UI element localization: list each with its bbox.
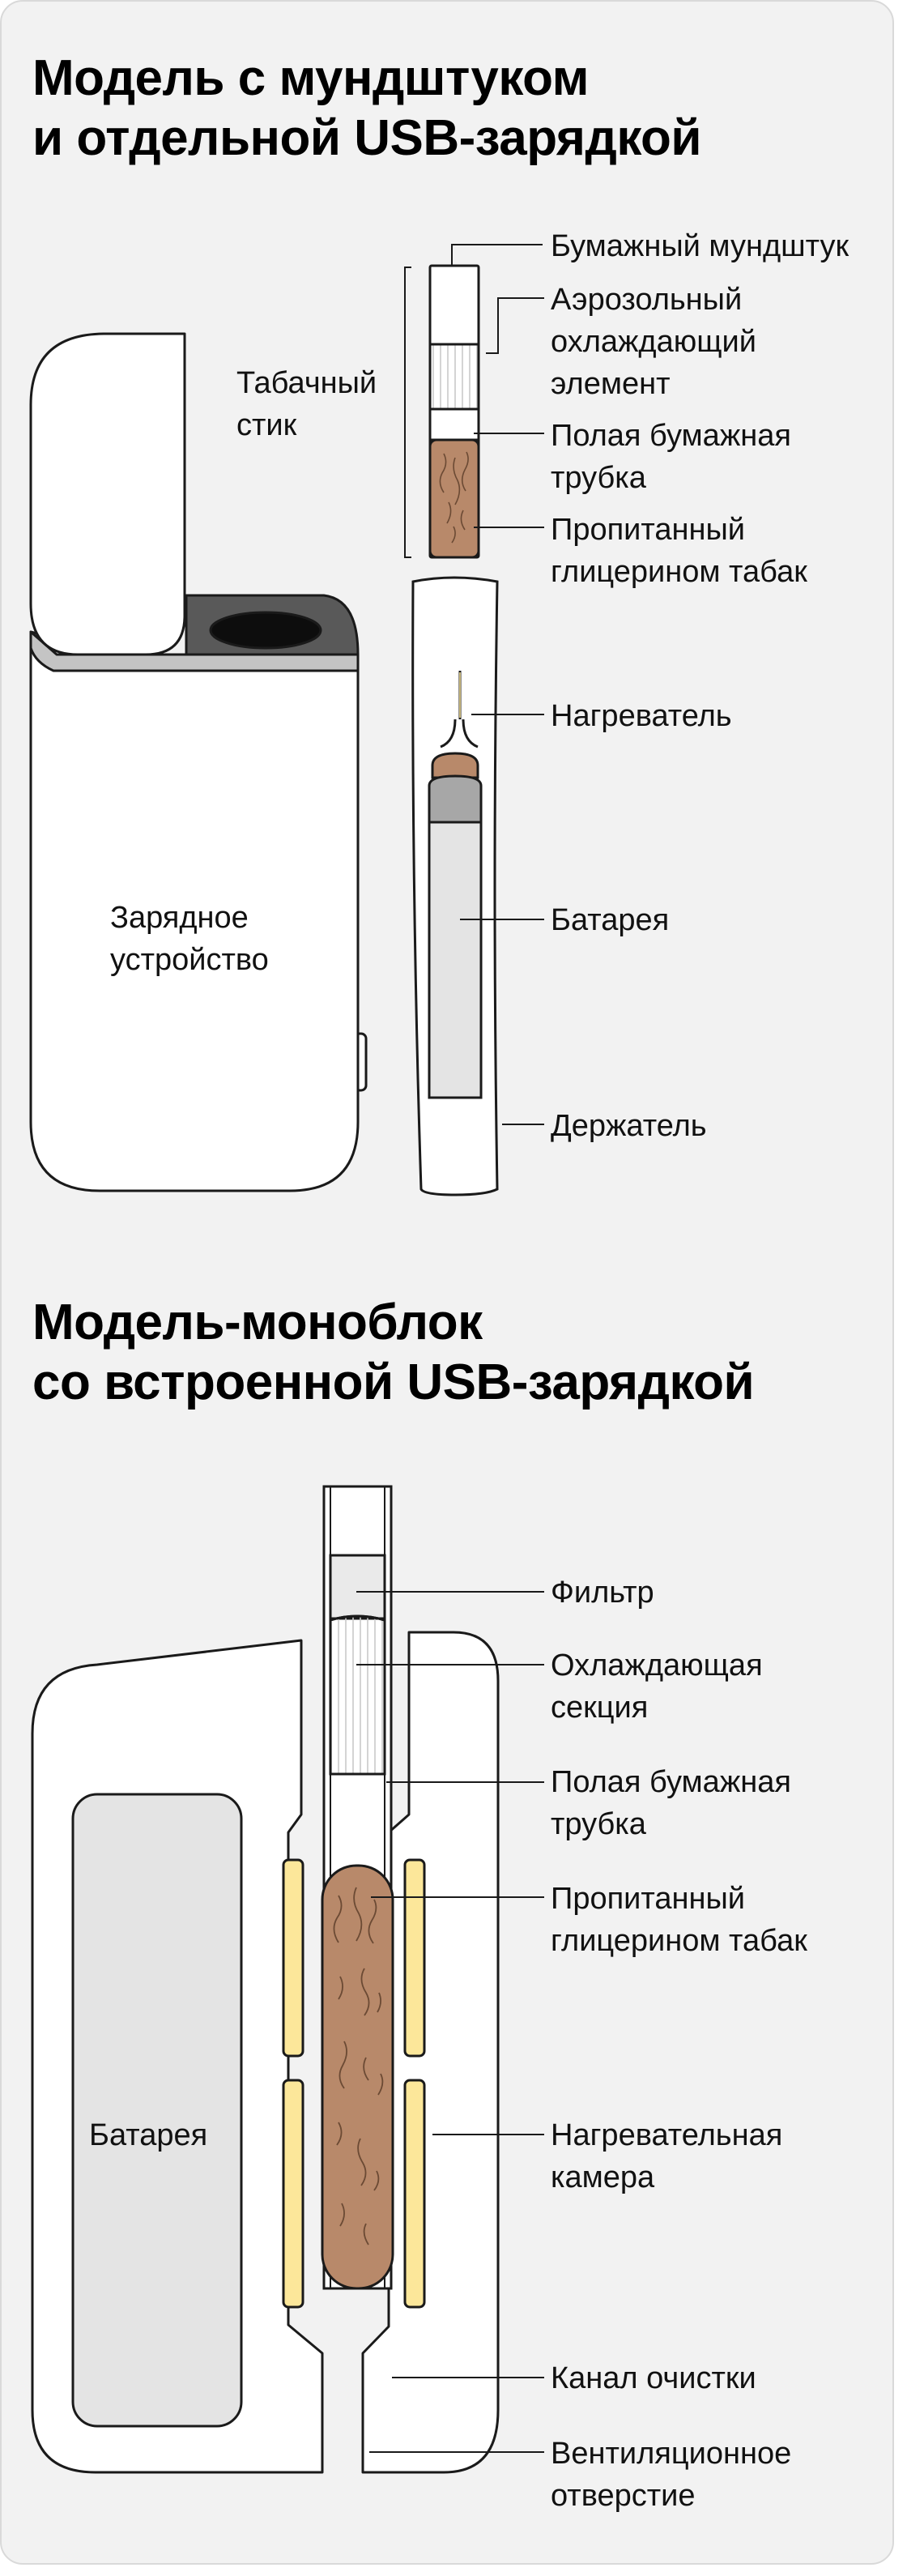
section1-title: Модель с мундштуком и отдельной USB-заря… [32,49,702,168]
callout-glycerin-tobacco-2: Пропитанный глицерином табак [551,1882,807,1958]
holder-device [411,576,499,1196]
callout-hollow-paper-tube-2: Полая бумажная трубка [551,1765,791,1841]
callout-hollow-paper-tube: Полая бумажная трубка [551,419,791,495]
callout-paper-mouthpiece: Бумажный мундштук [551,229,850,263]
monoblock-stick [321,1485,394,2290]
callout-holder: Держатель [551,1109,707,1143]
callout-cleaning-channel: Канал очистки [551,2361,756,2395]
section2-title: Модель-моноблок со встроенной USB-зарядк… [32,1293,755,1413]
tobacco-stick-bracket [404,267,411,558]
callout-glycerin-tobacco: Пропитанный глицерином табак [551,513,807,589]
section1-leader-lines [451,244,544,1125]
monoblock-battery-label: Батарея [89,2118,208,2152]
callout-ventilation-hole: Вентиляционное отверстие [551,2437,792,2513]
tobacco-stick-label: Табачный стик [236,366,377,442]
tobacco-stick [428,264,480,559]
section2-title-line2: со встроенной USB-зарядкой [32,1354,755,1410]
callout-heater: Нагреватель [551,699,732,733]
section2-leader-lines [356,1591,544,2453]
callout-heating-chamber: Нагревательная камера [551,2118,783,2194]
monoblock-device [31,1631,500,2474]
callout-filter: Фильтр [551,1576,654,1610]
callout-cooling-section: Охлаждающая секция [551,1648,763,1725]
section1-title-line1: Модель с мундштуком [32,50,590,106]
callout-battery: Батарея [551,903,670,937]
section1-title-line2: и отдельной USB-зарядкой [32,110,702,166]
charger-label: Зарядное устройство [110,901,269,977]
section2-title-line1: Модель-моноблок [32,1294,483,1350]
charger-device [29,332,368,1192]
callout-aerosol-cooling-element: Аэрозольный охлаждающий элемент [551,283,756,401]
